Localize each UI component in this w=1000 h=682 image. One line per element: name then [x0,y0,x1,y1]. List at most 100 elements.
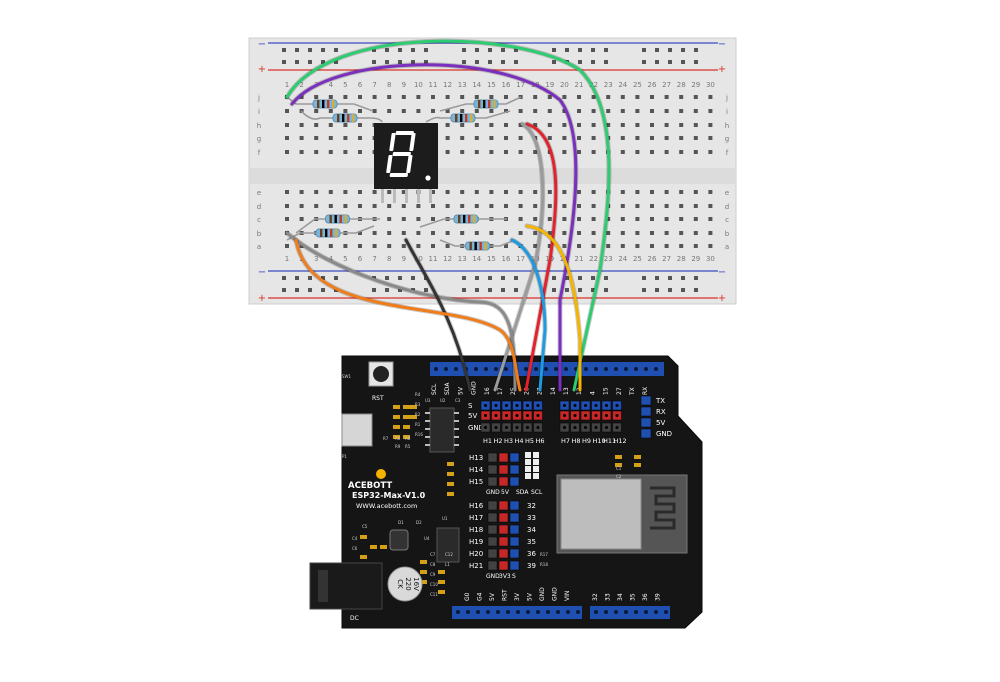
tie-point [372,190,377,194]
row-letter: d [725,203,729,211]
mid-col-label: 5V [501,489,510,496]
tie-point [635,204,640,208]
tie-point [343,150,348,154]
pin-hole [494,426,498,429]
tie-point [679,190,684,194]
rail-hole [295,288,299,292]
mid-col-label: SDA [516,489,529,496]
tie-point [358,150,362,154]
smd-part [380,545,387,549]
rail-plus-label: + [718,64,726,75]
rail-hole [668,48,672,52]
component-label: SW1 [342,374,351,379]
tie-point [606,244,611,248]
uart-label: RX [656,408,666,416]
tie-point [664,123,669,127]
tie-point [606,123,611,127]
tie-point [343,95,348,99]
smd-part [403,435,410,439]
tie-point [285,150,289,154]
header-pin [526,610,530,614]
pin-hole [536,426,540,429]
rail-hole [552,48,556,52]
pin-hole [536,404,540,407]
rail-hole [475,60,479,64]
tie-point [679,217,684,221]
resistor-band [484,242,487,250]
rail-hole [552,60,556,64]
resistor-band [317,100,320,108]
mid-pin [498,500,509,511]
rail-hole [372,48,376,52]
tie-point [708,95,713,99]
tie-point [547,95,552,99]
component-label: D1 [398,520,404,525]
pin-hole [594,426,598,429]
pin-hole [526,426,529,429]
smd-part [410,415,417,419]
header-pin [504,367,508,371]
mid-col-label: 3V3 [499,573,511,580]
tie-point [460,204,465,208]
tie-point [460,95,465,99]
pin-hole [605,414,608,417]
column-number: 12 [443,81,452,89]
tie-point [460,190,465,194]
column-number: 30 [706,81,715,89]
chip-leg [425,412,430,414]
tie-point [401,231,406,235]
header-pin [506,610,510,614]
tie-point [533,123,538,127]
rail-hole [565,276,569,280]
tie-point [460,231,465,235]
tie-point [577,231,581,235]
mid-row-label: H14 [469,466,484,474]
column-number: 4 [329,255,334,263]
tie-point [591,150,596,154]
pin-hole [563,414,566,417]
tie-point [431,244,435,248]
tie-point [489,95,494,99]
header-pin [614,610,618,614]
tie-point [664,190,669,194]
header-pin [594,610,598,614]
bottom-label: 39 [655,593,662,601]
row-letter: i [726,108,728,116]
mid-pin [509,500,520,511]
tie-point [620,123,625,127]
tie-point [547,244,552,248]
tie-point [460,109,465,113]
resistor [439,239,516,251]
tie-point [343,123,348,127]
tie-point [416,95,421,99]
tie-point [533,217,538,221]
gpio-number: 39 [527,562,536,570]
column-number: 27 [662,81,671,89]
resistor-band [460,114,463,122]
column-number: 20 [560,81,569,89]
column-number: 11 [429,81,438,89]
rail-hole [282,48,286,52]
seven-segment-digit [386,131,416,177]
tie-point [445,244,450,248]
rail-hole [591,276,595,280]
header-pin [496,610,500,614]
row-letter: c [725,216,729,224]
tie-point [358,190,362,194]
tie-point [372,109,377,113]
tie-point [401,204,406,208]
rail-hole [514,48,518,52]
h-label: H5 [525,437,534,445]
tie-point [285,190,289,194]
rail-hole [668,60,672,64]
resistor-band [335,229,338,237]
rail-hole [295,60,299,64]
column-number: 9 [402,255,406,263]
header-pin [566,610,570,614]
tie-point [620,244,625,248]
column-number: 14 [472,81,481,89]
column-number: 10 [414,255,423,263]
component-label: U1 [442,516,448,521]
header-pin [434,367,438,371]
